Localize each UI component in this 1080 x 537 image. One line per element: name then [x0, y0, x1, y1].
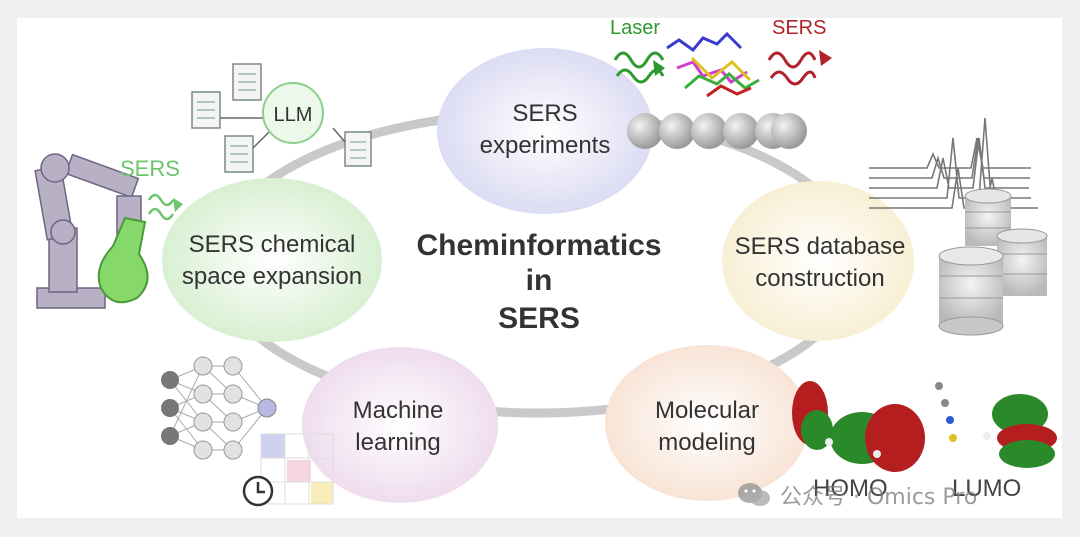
documents-llm-icon [191, 63, 372, 173]
node-sers-database-line2: construction [755, 265, 884, 292]
node-molecular-modeling-line1: Molecular [655, 397, 759, 424]
diagram-canvas: Cheminformatics in SERS SERS experiments… [17, 17, 1062, 518]
node-molecular-modeling: Molecular modeling [605, 345, 809, 501]
node-machine-learning-line1: Machine [353, 397, 444, 424]
node-machine-learning-line2: learning [355, 429, 440, 456]
neural-network-icon [161, 356, 277, 460]
flask-icon [97, 216, 149, 304]
watermark-text: 公众号 · Omics Pro [780, 485, 978, 510]
matrix-grid-icon [260, 433, 334, 505]
node-chemical-space-line2: space expansion [182, 263, 362, 290]
homo-orbital-icon [792, 381, 925, 472]
node-chemical-space-line1: SERS chemical [189, 231, 356, 258]
laser-label: Laser [610, 18, 660, 39]
database-icon [938, 188, 1048, 336]
node-chemical-space: SERS chemical space expansion [162, 178, 382, 342]
sers-top-label: SERS [772, 18, 826, 39]
node-sers-experiments-line2: experiments [480, 132, 611, 159]
nanoparticle-spheres-icon [627, 113, 807, 149]
llm-label: LLM [274, 104, 313, 126]
sers-left-arrow-icon [173, 198, 183, 212]
sers-left-label: SERS [120, 156, 180, 181]
watermark: 公众号 · Omics Pro [736, 480, 977, 510]
node-sers-experiments-line1: SERS [512, 100, 577, 127]
node-machine-learning: Machine learning [302, 347, 498, 503]
homo-label: HOMO [813, 475, 888, 502]
center-title-line2: in [526, 264, 553, 297]
node-sers-database: SERS database construction [722, 181, 914, 341]
clock-icon [242, 475, 274, 507]
center-title-line1: Cheminformatics [416, 229, 661, 262]
node-sers-experiments: SERS experiments [437, 48, 653, 214]
sers-left-wave-icon [147, 193, 175, 221]
center-title: Cheminformatics in SERS [416, 229, 661, 335]
sers-wave-icon [767, 51, 817, 86]
spectra-stack-icon [869, 117, 1038, 209]
center-title-line3: SERS [498, 302, 580, 335]
sers-arrow-icon [819, 50, 832, 66]
node-molecular-modeling-line2: modeling [658, 429, 755, 456]
molecule-icon [666, 31, 760, 98]
lumo-orbital-icon [935, 382, 1057, 468]
node-sers-database-line1: SERS database [735, 233, 906, 260]
wechat-icon [738, 483, 770, 506]
laser-arrow-icon [653, 60, 665, 76]
lumo-label: LUMO [952, 475, 1021, 502]
